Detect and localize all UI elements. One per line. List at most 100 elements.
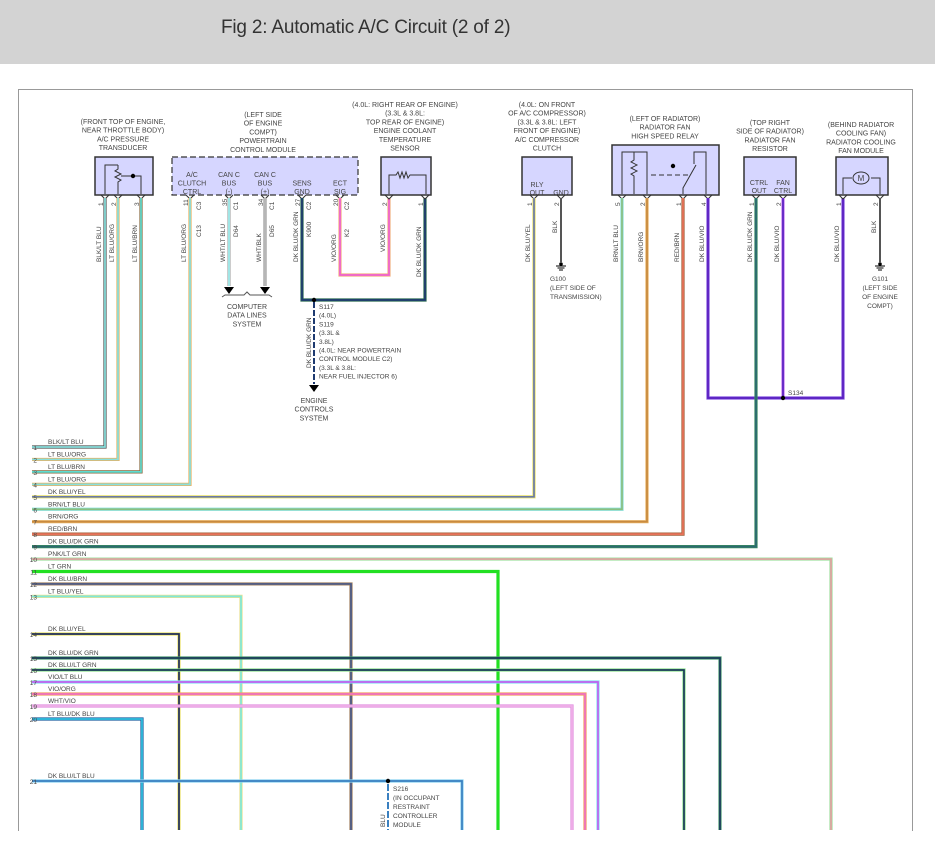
wire-color-label: BLU <box>380 814 387 827</box>
harness-pin-number: 18 <box>30 692 38 699</box>
fan-resistor-label: SIDE OF RADIATOR) <box>736 129 804 136</box>
harness-wire-label: LT BLU/ORG <box>48 476 86 483</box>
ground-g100-label: G100 <box>550 276 566 283</box>
harness-pin-number: 10 <box>30 557 38 564</box>
motor-icon <box>852 171 870 185</box>
splice-s134 <box>780 395 786 401</box>
wire-19 <box>32 704 574 830</box>
sensor-ground-wire <box>301 198 426 301</box>
circuit-id: C13 <box>196 225 203 237</box>
ac-clutch-label: FRONT OF ENGINE) <box>514 128 581 135</box>
pin-number: 3 <box>134 202 141 206</box>
ground-g101-label: COMPT) <box>867 303 893 310</box>
splice-s117-label: (3.3L & 3.8L: <box>319 365 356 372</box>
pin-number: 2 <box>554 202 561 206</box>
connector-pin <box>838 194 848 200</box>
brace <box>221 291 273 298</box>
clutch-terminal-label: RLY <box>530 182 543 189</box>
connector-id: C2 <box>306 201 313 210</box>
engine-controls-label: CONTROLS <box>295 407 334 414</box>
harness-pin-number: 12 <box>30 582 38 589</box>
ac-compressor-clutch <box>521 156 573 196</box>
harness-pin-number: 20 <box>30 717 38 724</box>
motor-wiring <box>842 177 881 194</box>
engine-controls-label: ENGINE <box>301 398 328 405</box>
pcm-terminal-label: A/C <box>186 172 198 179</box>
pcm-terminal-label: (+) <box>261 189 270 196</box>
harness-pin-number: 5 <box>33 495 37 502</box>
pin-number: 4 <box>701 202 708 206</box>
pin-number: 2 <box>640 202 647 206</box>
wire-color-label: BRN/ORG <box>638 232 645 262</box>
resistor-terminal-label: CTRL <box>750 180 768 187</box>
wire-18 <box>32 692 587 830</box>
ac-clutch-label: (3.3L & 3.8L: LEFT <box>518 119 578 126</box>
ect-sensor-label: (4.0L: RIGHT REAR OF ENGINE) <box>352 102 458 109</box>
harness-pin-number: 8 <box>33 532 37 539</box>
pcm-terminal-label: SIG <box>334 189 346 196</box>
wire-15 <box>32 656 722 830</box>
wire-2 <box>32 198 119 461</box>
harness-wire-label: BRN/ORG <box>48 514 78 521</box>
pcm-terminal-label: CAN C <box>218 172 240 179</box>
wire-13 <box>32 595 242 830</box>
harness-wire-label: RED/BRN <box>48 526 78 533</box>
data-lines-arrow <box>224 287 234 294</box>
transducer-internal <box>121 175 142 194</box>
ect-signal-wire <box>339 198 390 276</box>
wire-1 <box>32 198 106 448</box>
pin-number: 1 <box>749 202 756 206</box>
page-header: Fig 2: Automatic A/C Circuit (2 of 2) <box>0 0 935 64</box>
ac-clutch-label: CLUTCH <box>533 146 561 153</box>
wire-color-label: BLK <box>871 220 878 233</box>
splice-s216-label: S216 <box>393 786 409 793</box>
splice-s117-label: (4.0L: NEAR POWERTRAIN <box>319 348 402 355</box>
circuit-id: D65 <box>269 225 276 237</box>
pin-number: 34 <box>258 198 265 206</box>
splice-s216-label: RESTRAINT <box>393 804 430 811</box>
pressure-transducer-label: TRANSDUCER <box>99 145 148 152</box>
harness-wire-label: LT BLU/YEL <box>48 588 84 595</box>
ground-g100-label: (LEFT SIDE OF <box>550 285 596 292</box>
pcm-terminal-label: GND <box>294 189 310 196</box>
pcm-terminal-label: BUS <box>222 181 237 188</box>
splice-s216 <box>385 778 391 784</box>
wire-11 <box>32 570 499 830</box>
pressure-transducer-label: NEAR THROTTLE BODY) <box>82 128 164 135</box>
harness-pin-number: 14 <box>30 632 38 639</box>
harness-pin-number: 9 <box>33 545 37 552</box>
wire-1 <box>32 198 107 449</box>
ground-g100-label: TRANSMISSION) <box>550 294 602 301</box>
wire-8 <box>32 198 684 535</box>
harness-wire-label: LT BLU/BRN <box>48 464 85 471</box>
fan-module-label: (BEHIND RADIATOR <box>828 122 894 129</box>
pin-number: 1 <box>98 202 105 206</box>
potentiometer-icon <box>113 165 123 194</box>
wire-color-label: DK BLU/VIO <box>699 226 706 262</box>
circuit-id: D64 <box>233 225 240 237</box>
wire-19 <box>32 705 573 830</box>
pin-number: 1 <box>418 202 425 206</box>
harness-pin-number: 13 <box>30 594 38 601</box>
harness-pin-number: 11 <box>30 570 37 577</box>
wire-color-label: RED/BRN <box>674 232 681 262</box>
pcm-terminal-label: CTRL <box>183 189 201 196</box>
splice-s117-label: (3.3L & <box>319 330 340 337</box>
connector-id: C2 <box>344 201 351 210</box>
thermistor-icon <box>388 170 427 194</box>
engine-controls-arrow <box>309 385 319 392</box>
wire-color-label: BLK/LT BLU <box>96 226 103 262</box>
wire-16 <box>32 669 685 830</box>
radiator-cooling-fan-module <box>835 156 889 196</box>
computer-data-lines-label: DATA LINES <box>227 313 267 320</box>
fan-control-wire <box>707 198 844 399</box>
fan-resistor-label: RADIATOR FAN <box>744 137 795 144</box>
pcm-label: POWERTRAIN <box>239 138 286 145</box>
junction-dot <box>130 173 136 179</box>
wire-color-label: LT BLU/ORG <box>181 224 188 262</box>
resistor-terminal-label: OUT <box>752 188 768 195</box>
fan-module-label: RADIATOR COOLING <box>826 139 896 146</box>
wire-10 <box>32 558 832 830</box>
harness-wire-label: WHT/VIO <box>48 698 76 705</box>
